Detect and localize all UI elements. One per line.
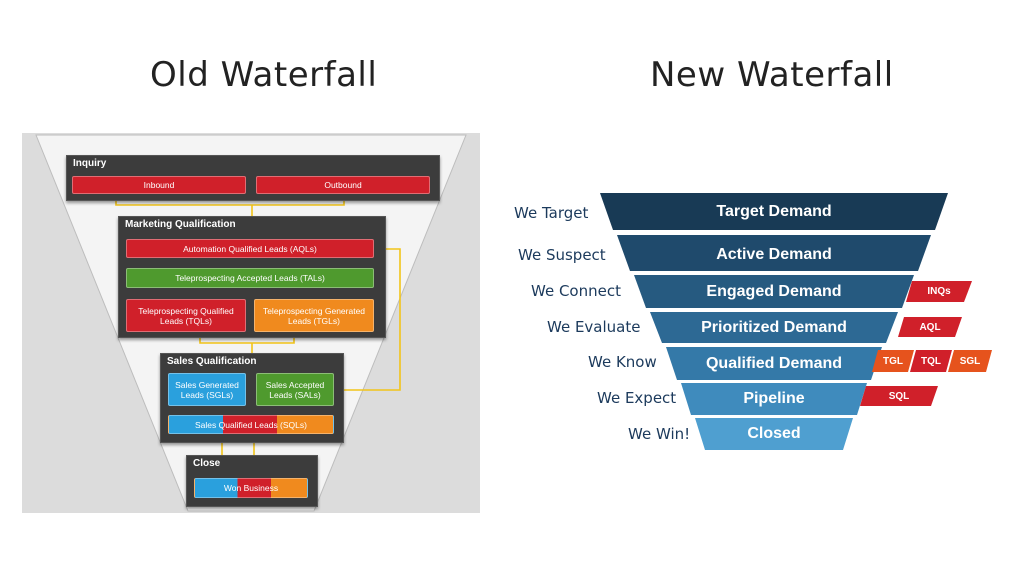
tag-tgl: TGL [883,355,903,367]
stage-closed: Closed [747,425,801,442]
tag-shape-sgl [948,350,992,372]
row-label-win: We Win! [628,425,691,443]
inquiry-title: Inquiry [73,158,107,169]
won-business-box: Won Business [194,478,308,498]
tag-sql: SQL [888,390,910,402]
tag-tql: TQL [921,355,941,367]
tgl-box: Teleprospecting Generated Leads (TGLs) [254,299,374,332]
sales-qualification-title: Sales Qualification [167,356,257,367]
tag-shape-tgl [872,350,914,372]
tql-box: Teleprospecting Qualified Leads (TQLs) [126,299,246,332]
row-label-connect: We Connect [531,282,621,300]
aql-box: Automation Qualified Leads (AQLs) [126,239,374,258]
sal-box: Sales Accepted Leads (SALs) [256,373,334,406]
tag-sgl: SGL [959,355,981,367]
tag-shape-inqs [906,281,972,302]
stage-band-0 [600,193,948,230]
row-label-target: We Target [514,204,589,222]
stage-band-3 [650,312,898,343]
stage-band-4 [666,347,882,380]
outbound-box: Outbound [256,176,430,194]
stage-band-2 [634,275,914,308]
stage-pipeline: Pipeline [743,390,805,407]
tag-shape-tql [910,350,952,372]
tag-shape-aql [898,317,962,337]
tal-box: Teleprospecting Accepted Leads (TALs) [126,268,374,288]
tag-inqs: INQs [927,286,951,297]
stage-band-1 [617,235,931,271]
new-waterfall-heading: New Waterfall [650,55,894,95]
row-label-expect: We Expect [597,389,677,407]
row-label-suspect: We Suspect [518,246,606,264]
tag-aql: AQL [919,321,941,333]
stage-qualified-demand: Qualified Demand [705,355,843,372]
stage-active-demand: Active Demand [716,246,832,263]
sgl-box: Sales Generated Leads (SGLs) [168,373,246,406]
stage-target-demand: Target Demand [716,203,832,220]
old-waterfall-diagram: Inquiry Inbound Outbound Marketing Quali… [22,133,480,513]
stage-prioritized-demand: Prioritized Demand [701,319,847,336]
stage-engaged-demand: Engaged Demand [706,283,842,300]
stage-band-5 [681,383,867,415]
row-label-know: We Know [588,353,657,371]
old-waterfall-heading: Old Waterfall [150,55,378,95]
stage-band-6 [695,418,853,450]
marketing-qualification-title: Marketing Qualification [125,219,236,230]
close-title: Close [193,458,221,469]
inbound-box: Inbound [72,176,246,194]
tag-shape-sql [860,386,938,406]
sql-box: Sales Qualified Leads (SQLs) [168,415,334,434]
row-label-evaluate: We Evaluate [547,318,641,336]
